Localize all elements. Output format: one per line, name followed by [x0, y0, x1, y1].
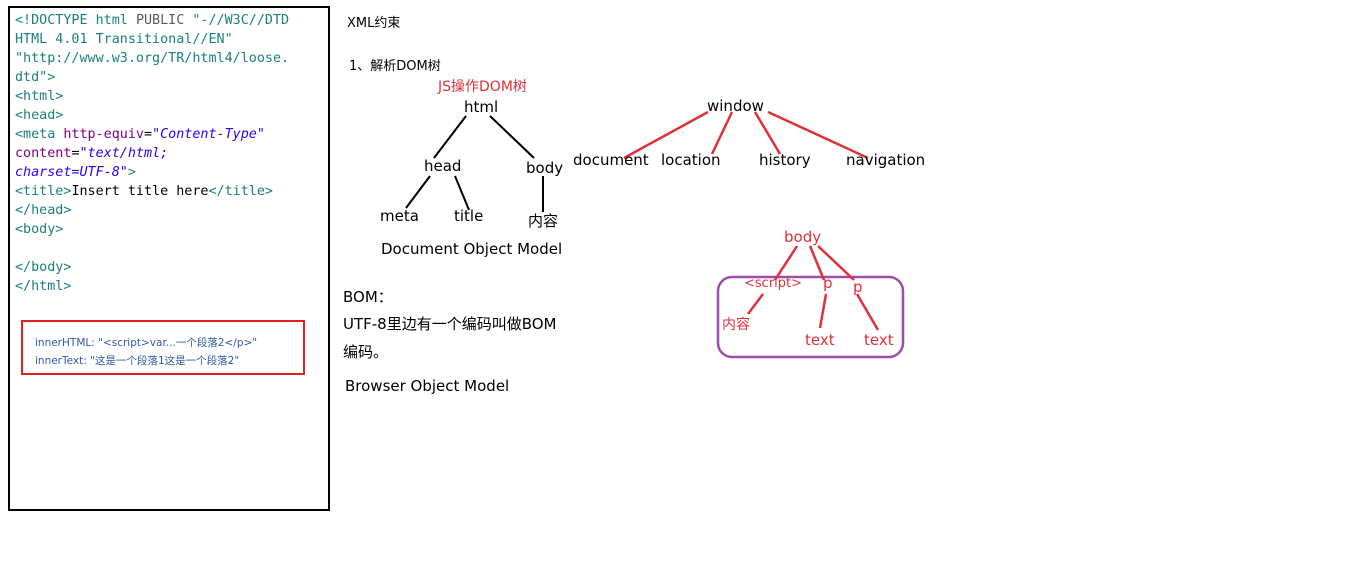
- inner-props-box: innerHTML: "<script>var...一个段落2</p>" inn…: [21, 320, 305, 375]
- bom-caption: Browser Object Model: [345, 377, 510, 395]
- script-group-box: [716, 275, 905, 359]
- bom-node-document: document: [573, 151, 649, 169]
- red-node-content: 内容: [722, 317, 750, 333]
- dom-node-meta: meta: [380, 207, 419, 225]
- page-heading: XML约束: [347, 16, 401, 31]
- bom-node-history: history: [759, 151, 811, 169]
- code-line-7: <meta http-equiv="Content-Type": [15, 127, 265, 142]
- dom-node-title: title: [454, 207, 484, 225]
- code-line-6: <head>: [15, 108, 64, 123]
- code-line-11: </head>: [15, 203, 72, 218]
- red-node-text-1: text: [805, 331, 835, 349]
- red-node-p-2: p: [853, 278, 863, 296]
- section-1-title: 1、解析DOM树: [349, 59, 441, 74]
- dom-node-html: html: [464, 98, 499, 116]
- js-label: JS操作DOM树: [438, 79, 527, 95]
- inner-html-line: innerHTML: "<script>var...一个段落2</p>": [35, 337, 258, 349]
- red-node-text-2: text: [864, 331, 894, 349]
- dom-tree-edges: [405, 115, 544, 212]
- code-line-15: </html>: [15, 279, 72, 294]
- dom-node-body: body: [526, 159, 564, 177]
- code-line-8: content="text/html;: [15, 146, 169, 161]
- bom-description-line-1: UTF-8里边有一个编码叫做BOM: [343, 315, 557, 333]
- dom-node-content: 内容: [528, 212, 559, 230]
- code-panel: <!DOCTYPE html PUBLIC "-//W3C//DTD HTML 4…: [8, 6, 330, 511]
- inner-text-line: innerText: "这是一个段落1这是一个段落2": [35, 355, 240, 367]
- bom-node-window: window: [707, 97, 764, 115]
- dom-caption: Document Object Model: [381, 240, 563, 258]
- code-line-5: <html>: [15, 89, 64, 104]
- code-line-4: dtd">: [15, 70, 56, 85]
- dom-node-head: head: [424, 157, 462, 175]
- code-line-2: HTML 4.01 Transitional//EN": [15, 32, 233, 47]
- red-tree-edges: [747, 245, 880, 331]
- code-listing: <!DOCTYPE html PUBLIC "-//W3C//DTD HTML 4…: [15, 11, 289, 296]
- red-node-body: body: [784, 228, 822, 246]
- red-node-script: <script>: [744, 276, 803, 291]
- bom-node-location: location: [661, 151, 721, 169]
- code-line-1: <!DOCTYPE html PUBLIC "-//W3C//DTD: [15, 13, 290, 28]
- bom-label: BOM：: [343, 288, 393, 306]
- code-line-12: <body>: [15, 222, 64, 237]
- code-line-10: <title>Insert title here</title>: [15, 184, 273, 199]
- code-line-14: </body>: [15, 260, 72, 275]
- code-line-9: charset=UTF-8">: [15, 165, 136, 180]
- bom-description-line-2: 编码。: [343, 343, 389, 361]
- bom-node-navigation: navigation: [846, 151, 926, 169]
- red-node-p-1: p: [823, 274, 833, 292]
- code-line-3: "http://www.w3.org/TR/html4/loose.: [15, 51, 290, 66]
- bom-tree-edges: [623, 110, 869, 160]
